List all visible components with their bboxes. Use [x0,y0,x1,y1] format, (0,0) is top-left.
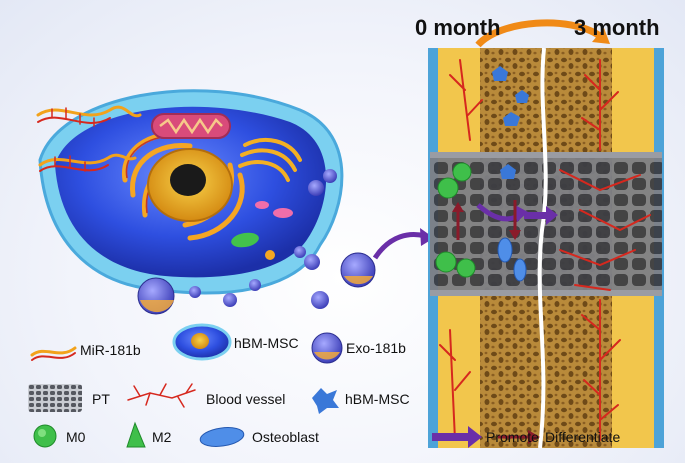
time-arrow [475,19,603,48]
delivery-arrow [372,232,426,260]
legend-m0-icon [33,424,57,448]
hbm-msc-cell-illustration [38,89,376,315]
legend-hbm-msc-icon [312,388,339,414]
legend-blood-vessel-icon [127,383,196,408]
legend-m2-icon [126,421,146,448]
legend-m0-label: M0 [66,429,86,445]
legend-hbm-msc-cell-icon [172,323,232,361]
legend-promote-icon [432,426,482,448]
time-end-label: 3 month [574,15,660,40]
legend-osteoblast-icon [199,427,245,447]
legend-mir-icon [30,346,77,361]
bone-defect-illustration [428,47,664,449]
legend-promote-label: Promote [486,429,539,445]
legend-blood-vessel-label: Blood vessel [206,391,286,407]
legend-pt-label: PT [92,391,110,407]
legend-osteoblast-label: Osteoblast [252,429,319,445]
legend-mir-label: MiR-181b [80,342,141,358]
legend-exo-label: Exo-181b [346,340,406,356]
legend-hbm-msc-label: hBM-MSC [345,391,410,407]
legend-exo-icon [311,332,343,364]
legend-differentiate-icon [498,430,540,444]
time-start-label: 0 month [415,15,501,40]
legend-differentiate-label: Differentiate [545,429,621,445]
legend-m2-label: M2 [152,429,172,445]
mirna-strand-illustration [36,105,142,172]
legend-hbm-msc-cell-label: hBM-MSC [234,335,299,351]
legend-pt-icon [28,384,82,412]
